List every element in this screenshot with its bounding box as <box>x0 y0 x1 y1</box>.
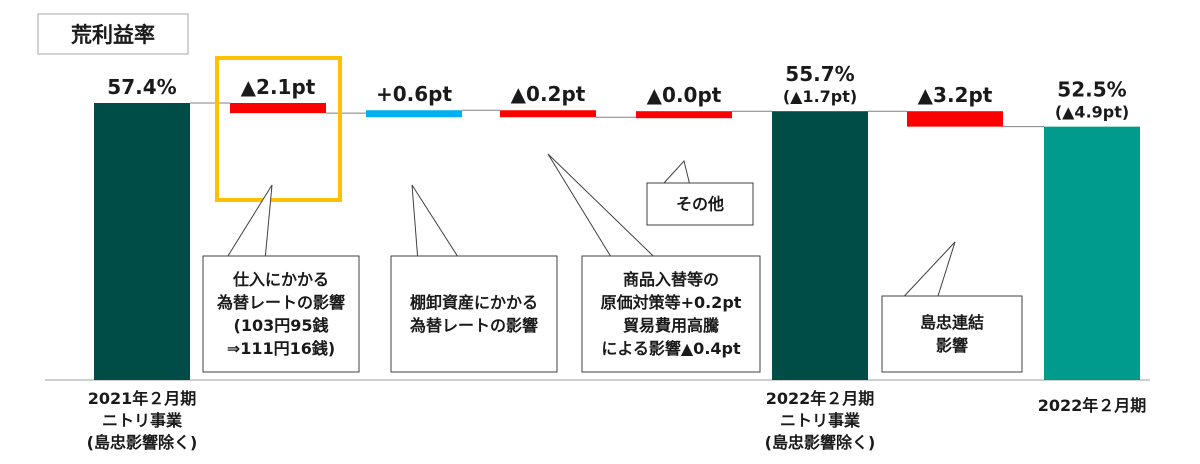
value-label: 57.4% <box>107 75 176 99</box>
callout-box <box>881 295 1023 373</box>
callout-text: (103円95銭 <box>234 316 329 335</box>
category-label: ニトリ事業 <box>102 411 183 430</box>
category-label: 2021年２月期 <box>88 389 197 408</box>
callout-text: による影響▲0.4pt <box>601 339 741 358</box>
decrease-bar <box>500 110 596 118</box>
callout-pointer <box>547 153 654 257</box>
highlight-box <box>215 56 342 202</box>
callout-text: 棚卸資産にかかる <box>410 293 538 312</box>
callout-pointer <box>227 184 273 257</box>
value-label: ▲3.2pt <box>918 83 993 107</box>
total-bar <box>1044 126 1140 381</box>
decrease-bar <box>907 111 1003 127</box>
callout-text: 仕入にかかる <box>232 270 329 289</box>
category-label: (島忠影響除く) <box>87 433 198 452</box>
total-bar <box>94 103 190 380</box>
callout-box <box>581 255 761 373</box>
callout-text: その他 <box>676 195 724 214</box>
category-label: 2022年２月期 <box>766 389 875 408</box>
callout-pointer <box>411 184 458 257</box>
callout-text: 島忠連結 <box>920 313 984 332</box>
value-label: 55.7% <box>785 62 854 86</box>
callout-pointer <box>663 159 690 184</box>
category-label: (島忠影響除く) <box>765 433 876 452</box>
decrease-bar <box>636 111 732 119</box>
category-label: 2022年２月期 <box>1038 396 1147 415</box>
callout-text: 貿易費用高騰 <box>623 316 720 335</box>
value-sublabel: (▲1.7pt) <box>783 87 857 106</box>
callout-text: 為替レートの影響 <box>217 293 345 312</box>
callout-text: 商品入替等の <box>623 270 719 289</box>
total-bar <box>772 111 868 381</box>
decrease-bar <box>230 103 326 114</box>
value-label: +0.6pt <box>376 82 453 106</box>
value-label: ▲0.0pt <box>647 83 722 107</box>
callout-text: ⇒111円16銭) <box>227 339 335 358</box>
value-label: ▲2.1pt <box>241 75 316 99</box>
callout-box <box>202 255 360 373</box>
value-label: ▲0.2pt <box>511 82 586 106</box>
callout-box <box>646 182 754 226</box>
callout-text: 影響 <box>936 336 968 355</box>
callout-pointer <box>904 241 956 297</box>
value-sublabel: (▲4.9pt) <box>1055 103 1129 122</box>
category-label: ニトリ事業 <box>780 411 861 430</box>
callout-text: 為替レートの影響 <box>410 316 538 335</box>
callout-box <box>390 255 558 373</box>
title-box <box>37 13 189 55</box>
chart-title: 荒利益率 <box>71 23 155 47</box>
callout-text: 原価対策等+0.2pt <box>601 293 742 312</box>
value-label: 52.5% <box>1057 78 1126 102</box>
increase-bar <box>366 110 462 118</box>
